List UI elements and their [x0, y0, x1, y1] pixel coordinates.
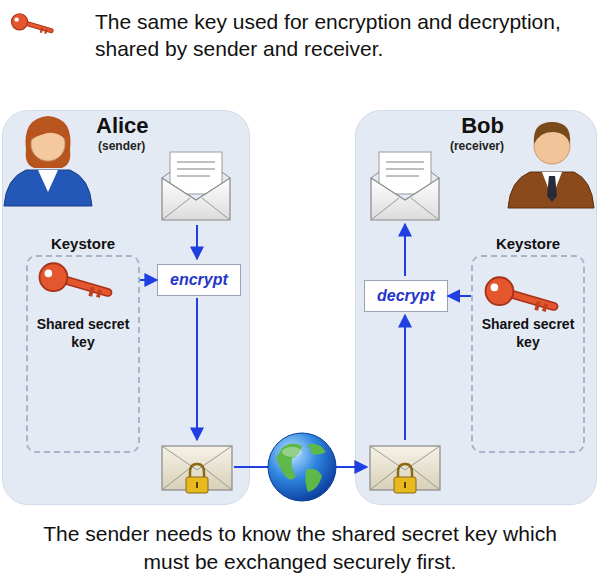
process-box: decrypt: [364, 280, 448, 312]
locked-envelope: [370, 446, 440, 493]
operation-label: encrypt: [170, 271, 228, 289]
party-name: Alice: [96, 113, 149, 139]
keystore-heading: Keystore: [471, 235, 585, 252]
legend-text: The same key used for encryption and dec…: [95, 8, 595, 62]
key-arrow: [140, 279, 157, 281]
process-box: encrypt: [157, 264, 241, 296]
key-label: Shared secret key: [30, 315, 136, 351]
keystore-box: KeystoreShared secret key: [471, 235, 585, 453]
key-arrow: [448, 295, 471, 297]
keystore-heading: Keystore: [26, 235, 140, 252]
party-role: (sender): [98, 139, 145, 153]
party-name: Bob: [461, 113, 504, 139]
operation-label: decrypt: [377, 287, 435, 305]
key-label: Shared secret key: [475, 315, 581, 351]
message-envelope: [162, 152, 230, 220]
locked-envelope: [162, 446, 232, 493]
key-icon: [11, 14, 51, 34]
internet-globe: [268, 433, 336, 501]
caption: The sender needs to know the shared secr…: [25, 520, 575, 576]
message-envelope: [371, 152, 439, 220]
party-role: (receiver): [450, 139, 504, 153]
